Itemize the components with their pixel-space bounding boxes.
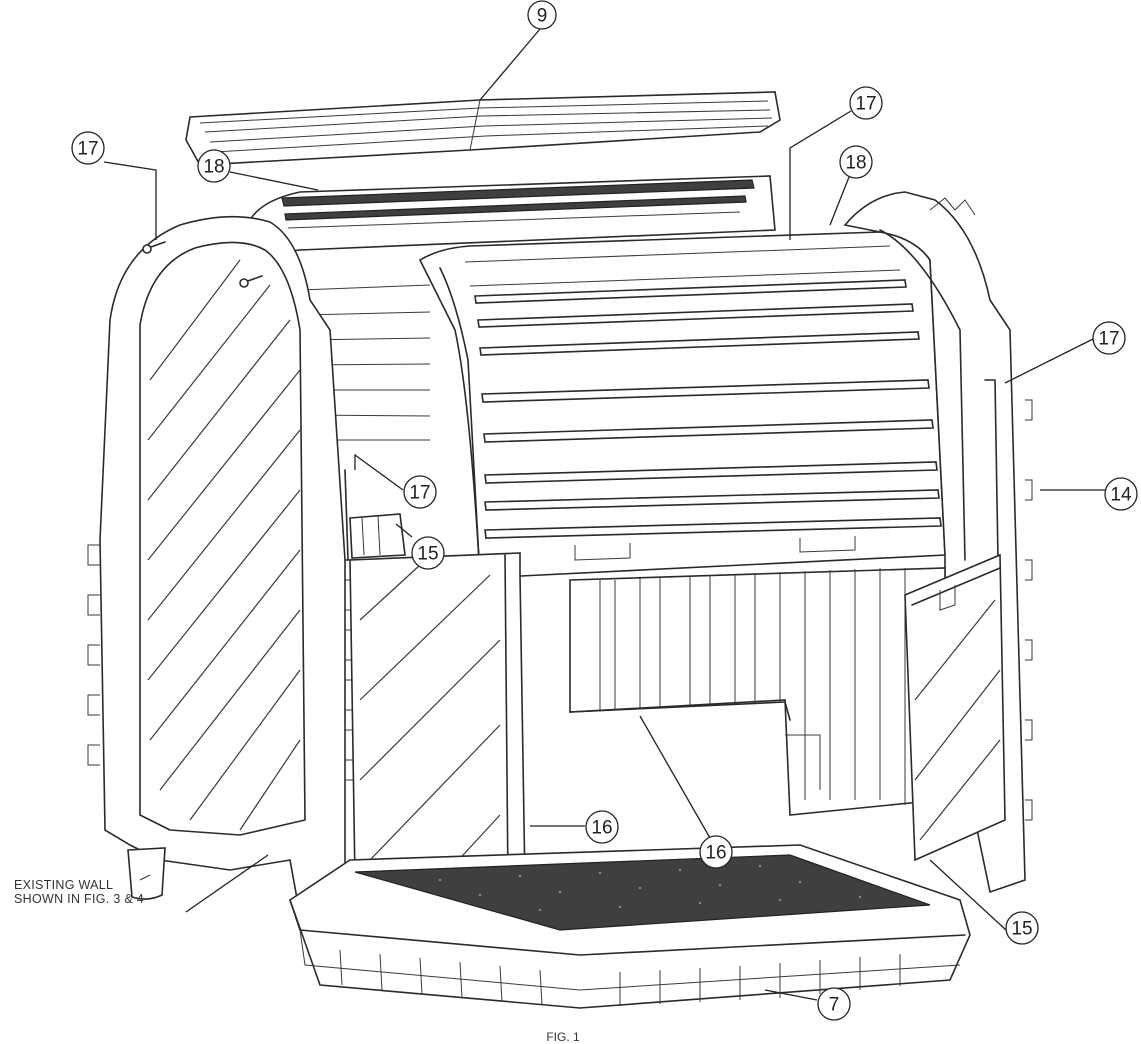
leader-lines (103, 28, 1121, 1001)
callout-17-middle: 17 (403, 475, 437, 509)
callout-15-right: 15 (1005, 911, 1039, 945)
callout-17-right: 17 (1092, 321, 1126, 355)
svg-text:17: 17 (409, 483, 430, 504)
svg-text:17: 17 (77, 139, 98, 160)
callout-16-left: 16 (585, 810, 619, 844)
callout-18-left: 18 (197, 149, 231, 183)
callout-17-top-right: 17 (849, 86, 883, 120)
svg-text:18: 18 (203, 157, 224, 178)
left-door (344, 469, 526, 891)
roof-panel (185, 91, 781, 166)
rear-vertical-wall (569, 567, 946, 821)
figure-caption: FIG. 1 (546, 1030, 580, 1044)
spill-base (289, 844, 971, 1009)
rear-small-door (349, 513, 406, 559)
existing-wall-note-line2: SHOWN IN FIG. 3 & 4 (14, 892, 145, 906)
svg-text:16: 16 (591, 818, 612, 839)
callout-16-right: 16 (699, 835, 733, 869)
callout-15-left: 15 (411, 536, 445, 570)
svg-text:15: 15 (417, 544, 438, 565)
svg-text:18: 18 (845, 153, 866, 174)
svg-text:17: 17 (1098, 329, 1119, 350)
front-curved-panel (418, 231, 946, 579)
existing-wall-note: EXISTING WALL SHOWN IN FIG. 3 & 4 (14, 878, 254, 906)
callout-17-top-left: 17 (71, 131, 105, 165)
svg-text:9: 9 (537, 6, 548, 27)
svg-text:16: 16 (705, 843, 726, 864)
callout-7: 7 (817, 987, 851, 1021)
right-door (904, 553, 1006, 862)
callout-18-right: 18 (839, 145, 873, 179)
svg-text:7: 7 (829, 995, 840, 1016)
rear-curved-wall (249, 175, 776, 561)
svg-text:17: 17 (855, 94, 876, 115)
left-end-frame (87, 215, 358, 916)
existing-wall-note-line1: EXISTING WALL (14, 878, 114, 892)
svg-text:15: 15 (1011, 919, 1032, 940)
svg-text:14: 14 (1110, 485, 1132, 506)
callout-14: 14 (1104, 477, 1138, 511)
callout-9: 9 (527, 0, 557, 30)
